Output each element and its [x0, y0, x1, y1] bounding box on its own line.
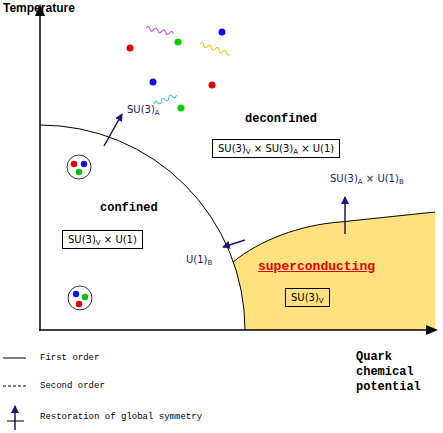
symmetry-box: SU(3)V × SU(3)A × U(1) — [212, 139, 340, 158]
legend-text: Restoration of global symmetry — [40, 412, 202, 423]
region-node: deconfinedSU(3)V × SU(3)A × U(1) — [212, 112, 340, 158]
region-node: superconductingSU(3)V — [258, 260, 375, 307]
symmetry-box: SU(3)V × U(1) — [62, 230, 143, 249]
legend-cross-line — [7, 421, 24, 422]
restoration-arrow — [344, 197, 346, 234]
quark-dots — [127, 29, 226, 112]
legend-solid-line — [3, 358, 26, 359]
region-heading: deconfined — [212, 112, 340, 126]
restoration-arrow — [104, 114, 122, 146]
superconducting-region — [233, 212, 435, 330]
y-axis — [39, 14, 41, 331]
phase-boundary — [40, 125, 245, 330]
baryon — [68, 286, 92, 310]
gluon-lines — [146, 26, 231, 106]
axis-arrow — [426, 325, 438, 335]
symmetry-label: SU(3)A × U(1)B — [330, 172, 404, 185]
region-node: confinedSU(3)V × U(1) — [62, 201, 158, 249]
legend-text: First order — [40, 353, 99, 364]
baryon — [67, 155, 91, 179]
phase-boundary — [233, 212, 435, 262]
symmetry-box: SU(3)V — [285, 288, 330, 307]
legend-arrow — [14, 406, 16, 430]
region-heading: confined — [62, 201, 158, 215]
axis-label: Quark chemical potential — [356, 350, 428, 395]
restoration-arrow — [223, 240, 245, 247]
symmetry-label: SU(3)A — [127, 103, 160, 116]
legend-text: Second order — [40, 381, 105, 392]
x-axis — [39, 329, 428, 331]
axis-label: Temperature — [3, 1, 75, 16]
region-heading: superconducting — [258, 260, 375, 274]
symmetry-label: U(1)B — [186, 253, 212, 266]
legend-dashed-line — [3, 386, 26, 387]
